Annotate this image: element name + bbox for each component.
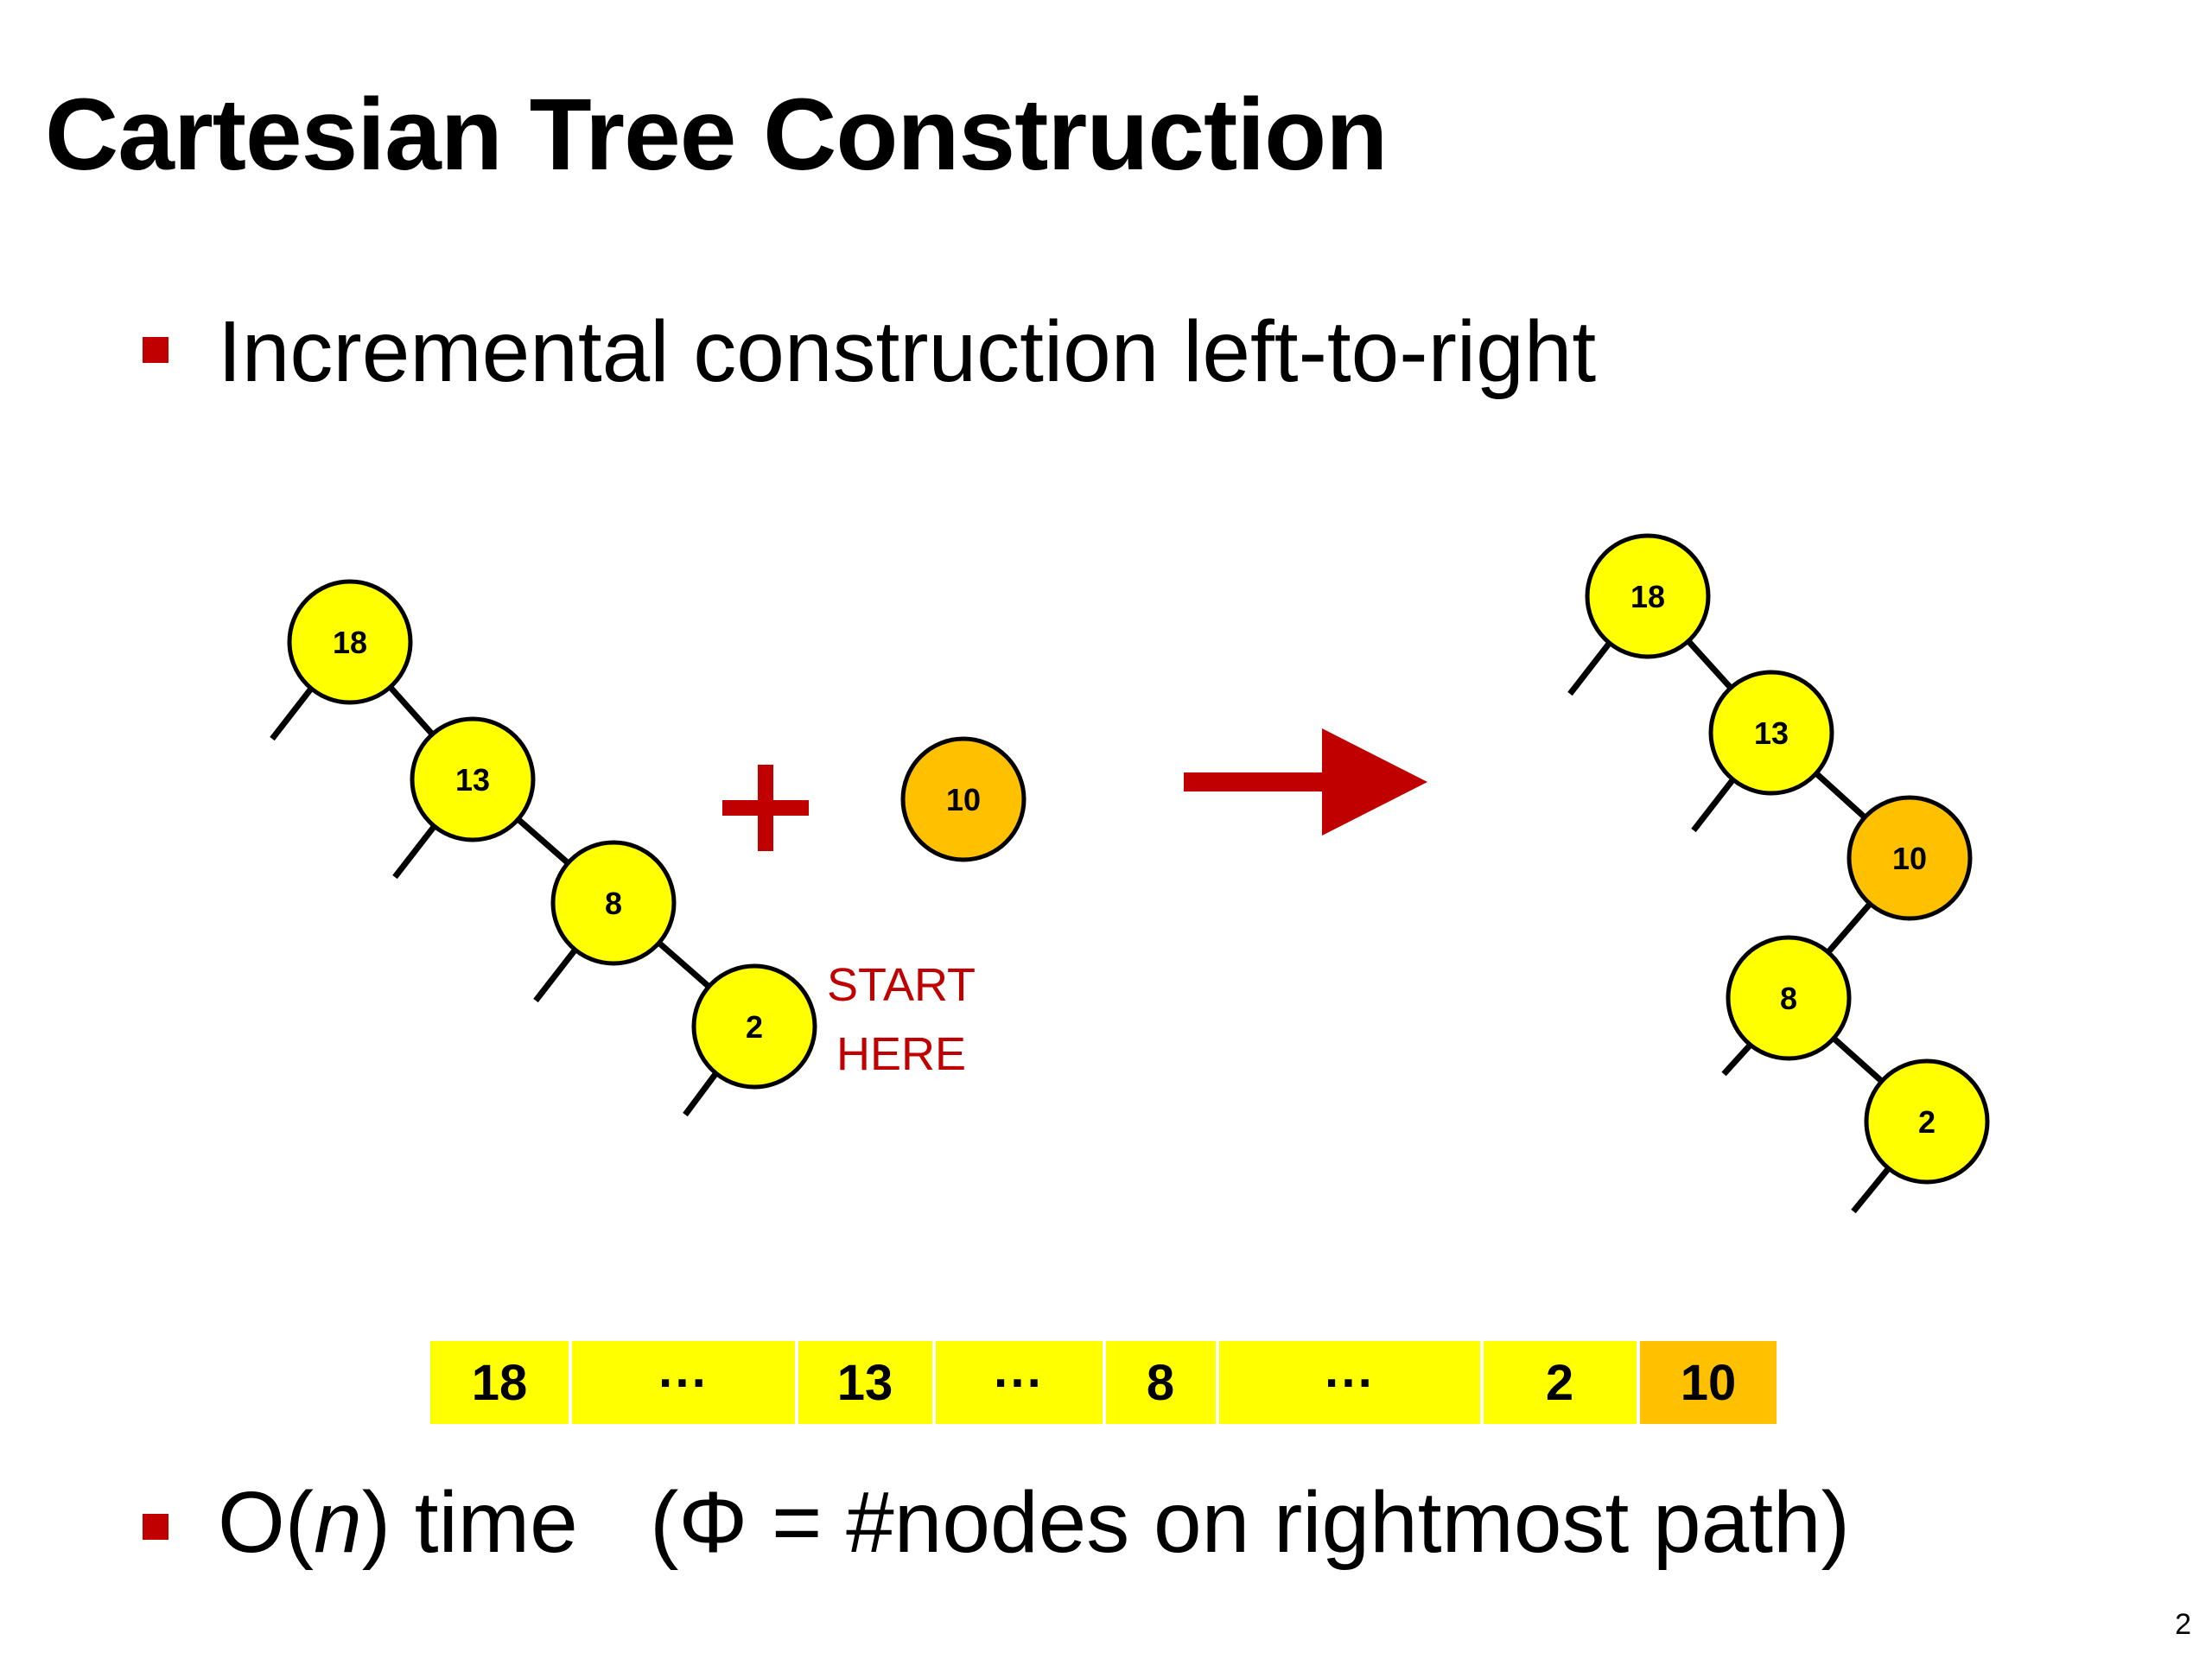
svg-text:10: 10 [1892,841,1927,876]
stub-8 [533,948,577,1003]
page-number: 2 [2175,1608,2191,1641]
tree-node: 8 [1726,935,1852,1061]
slide-title: Cartesian Tree Construction [45,78,1388,192]
tree-node: 18 [287,579,413,705]
stub-18 [270,686,314,741]
stub-18 [1567,641,1611,696]
bullet-incremental: Incremental construction left-to-right [218,303,1597,400]
svg-text:···: ··· [994,1355,1044,1411]
left-tree-nodes: 18 13 8 2 [287,579,817,1090]
stub-8 [1721,1043,1752,1077]
svg-text:2: 2 [1546,1355,1573,1411]
plus-sign [722,765,809,851]
tree-node: 13 [410,716,536,842]
svg-text:13: 13 [1754,715,1789,751]
svg-text:13: 13 [837,1355,893,1411]
svg-text:···: ··· [1325,1355,1375,1411]
svg-text:2: 2 [1918,1104,1936,1140]
svg-text:10: 10 [1681,1355,1737,1411]
here-label: HERE [836,1028,966,1080]
stub-2 [683,1071,718,1117]
stub-13 [392,824,436,880]
array-row: 18 ··· 13 ··· 8 ··· 2 10 [430,1341,1777,1424]
bullet-marker [143,1514,168,1540]
array-cell: 13 [798,1341,932,1424]
right-tree-nodes: 18 13 10 8 2 [1585,533,1990,1185]
tree-node: 10 [1847,795,1973,921]
svg-text:8: 8 [1780,981,1797,1016]
tree-node: 8 [550,840,677,966]
tree-node: 2 [1864,1058,1990,1185]
array-cell: 8 [1106,1341,1216,1424]
svg-text:18: 18 [472,1355,528,1411]
arrow-right-icon [1184,728,1427,836]
svg-text:18: 18 [1630,579,1665,614]
bullet-complexity: O(n) time (Φ = #nodes on rightmost path) [218,1474,1850,1571]
left-tree-edges [270,639,757,1117]
new-node: 10 [900,736,1027,862]
start-label: START [827,959,976,1011]
array-cell: 18 [430,1341,569,1424]
svg-text:8: 8 [605,886,622,921]
array-cell: ··· [1219,1341,1480,1424]
array-cell: 2 [1484,1341,1637,1424]
tree-node: 18 [1585,533,1711,659]
tree-node: 13 [1708,670,1834,796]
stub-13 [1691,778,1735,833]
array-cell: ··· [572,1341,795,1424]
tree-node: 2 [691,963,817,1090]
svg-text:10: 10 [946,782,981,817]
svg-text:18: 18 [333,625,367,660]
bullet-marker [143,337,168,363]
array-cell: 10 [1640,1341,1777,1424]
svg-text:13: 13 [455,762,490,798]
svg-text:2: 2 [746,1009,763,1045]
svg-text:8: 8 [1147,1355,1174,1411]
array-cell: ··· [936,1341,1103,1424]
stub-2 [1851,1166,1891,1214]
svg-text:···: ··· [658,1355,709,1411]
